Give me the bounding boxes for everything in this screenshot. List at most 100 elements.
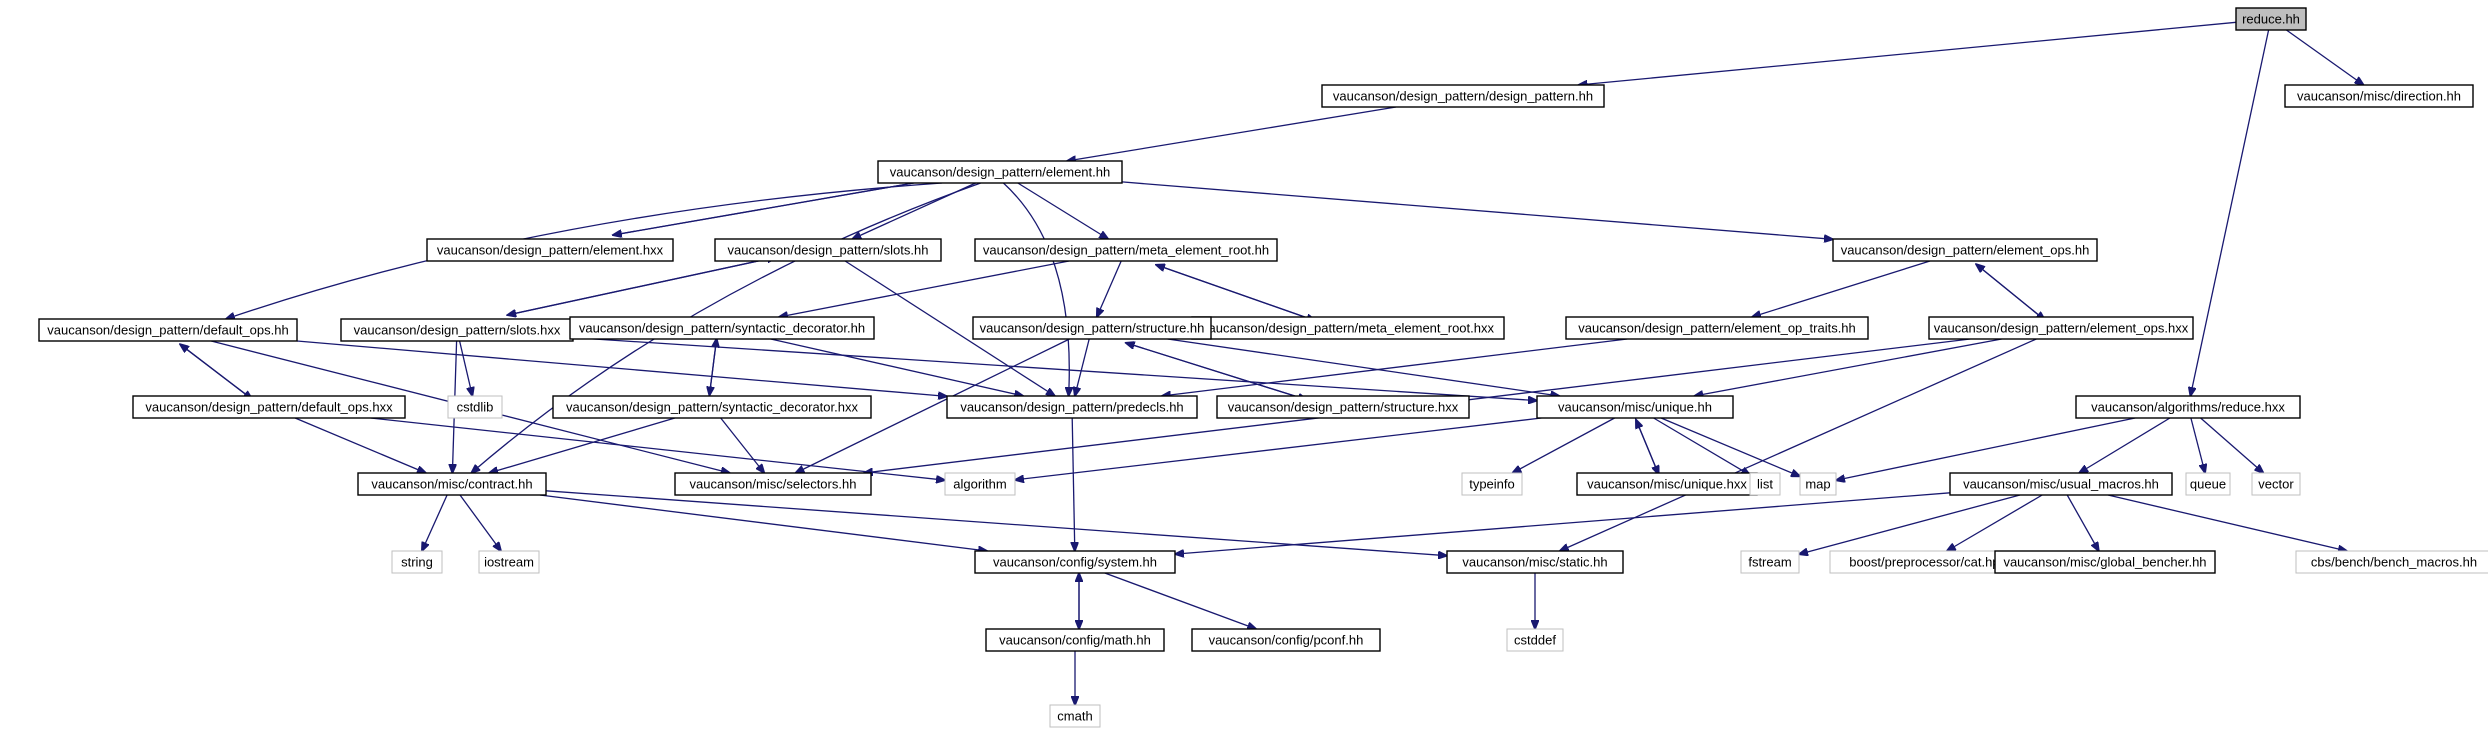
node-reduce_hh[interactable]: reduce.hh <box>2235 7 2307 31</box>
edge-structure_hh-to-unique_hh <box>1167 338 1560 396</box>
node-box <box>877 160 1123 184</box>
node-label: vaucanson/design_pattern/structure.hh <box>980 321 1205 336</box>
node-cat_hpp: boost/preprocessor/cat.hpp <box>1829 550 2027 574</box>
edge-unique_hh-to-typeinfo <box>1512 417 1615 473</box>
node-meta_element_root_hxx[interactable]: vaucanson/design_pattern/meta_element_ro… <box>1191 316 1505 340</box>
node-label: map <box>1805 477 1830 492</box>
edge-slots_hxx-to-unique_hh <box>572 336 1537 401</box>
node-math_hh[interactable]: vaucanson/config/math.hh <box>985 628 1165 652</box>
node-box <box>1749 472 1781 496</box>
edge-usual_macros_hh-to-global_bencher_hh <box>2066 494 2099 551</box>
edge-reduce_hh-to-direction_hh <box>2286 29 2363 85</box>
node-algorithm: algorithm <box>944 472 1016 496</box>
node-box <box>1832 238 2098 262</box>
edge-structure_hxx-to-structure_hh <box>1126 343 1307 401</box>
node-design_pattern_hh[interactable]: vaucanson/design_pattern/design_pattern.… <box>1321 84 1605 108</box>
node-label: string <box>401 555 433 570</box>
node-label: vaucanson/algorithms/reduce.hxx <box>2091 400 2285 415</box>
node-box <box>985 628 1165 652</box>
node-cstdlib: cstdlib <box>447 395 503 419</box>
node-syntactic_decorator_hh[interactable]: vaucanson/design_pattern/syntactic_decor… <box>569 316 875 340</box>
node-box <box>1994 550 2216 574</box>
node-pconf_hh[interactable]: vaucanson/config/pconf.hh <box>1191 628 1381 652</box>
edge-default_ops_hxx-to-default_ops_hh <box>180 344 253 400</box>
node-unique_hxx[interactable]: vaucanson/misc/unique.hxx <box>1576 472 1758 496</box>
node-unique_hh[interactable]: vaucanson/misc/unique.hh <box>1536 395 1734 419</box>
node-predecls_hh[interactable]: vaucanson/design_pattern/predecls.hh <box>946 395 1198 419</box>
node-label: vaucanson/design_pattern/meta_element_ro… <box>1202 321 1494 336</box>
node-box <box>974 550 1176 574</box>
node-element_hh[interactable]: vaucanson/design_pattern/element.hh <box>877 160 1123 184</box>
node-box <box>2185 472 2231 496</box>
node-queue: queue <box>2185 472 2231 496</box>
edge-syntactic_decorator_hxx-to-contract_hh <box>489 417 676 473</box>
node-label: vaucanson/misc/unique.hxx <box>1587 477 1747 492</box>
node-box <box>478 550 540 574</box>
edge-element_hh-to-predecls_hh <box>1002 182 1069 396</box>
node-default_ops_hh[interactable]: vaucanson/design_pattern/default_ops.hh <box>38 318 298 342</box>
node-reduce_hxx[interactable]: vaucanson/algorithms/reduce.hxx <box>2075 395 2301 419</box>
edge-syntactic_decorator_hh-to-predecls_hh <box>770 338 1024 396</box>
node-default_ops_hxx[interactable]: vaucanson/design_pattern/default_ops.hxx <box>132 395 406 419</box>
edge-reduce_hxx-to-usual_macros_hh <box>2079 417 2171 473</box>
node-syntactic_decorator_hxx[interactable]: vaucanson/design_pattern/syntactic_decor… <box>552 395 872 419</box>
node-label: queue <box>2190 477 2226 492</box>
node-element_op_traits_hh[interactable]: vaucanson/design_pattern/element_op_trai… <box>1565 316 1869 340</box>
node-box <box>391 550 443 574</box>
node-label: vaucanson/misc/direction.hh <box>2297 89 2461 104</box>
edge-structure_hh-to-selectors_hh <box>796 338 1070 473</box>
node-box <box>1536 395 1734 419</box>
edge-default_ops_hxx-to-algorithm <box>370 417 945 480</box>
node-label: cstddef <box>1514 633 1556 648</box>
edge-reduce_hh-to-design_pattern_hh <box>1578 21 2237 85</box>
node-slots_hxx[interactable]: vaucanson/design_pattern/slots.hxx <box>340 318 574 342</box>
node-box <box>1216 395 1470 419</box>
node-cmath: cmath <box>1049 704 1101 728</box>
node-box <box>2284 84 2474 108</box>
node-usual_macros_hh[interactable]: vaucanson/misc/usual_macros.hh <box>1949 472 2173 496</box>
node-structure_hxx[interactable]: vaucanson/design_pattern/structure.hxx <box>1216 395 1470 419</box>
node-label: vaucanson/misc/global_bencher.hh <box>2003 555 2206 570</box>
node-label: list <box>1757 477 1773 492</box>
node-contract_hh[interactable]: vaucanson/misc/contract.hh <box>357 472 547 496</box>
edge-meta_element_root_hxx-to-meta_element_root_hh <box>1156 265 1316 322</box>
node-global_bencher_hh[interactable]: vaucanson/misc/global_bencher.hh <box>1994 550 2216 574</box>
node-label: vaucanson/config/system.hh <box>993 555 1157 570</box>
node-box <box>2251 472 2301 496</box>
node-box <box>674 472 872 496</box>
edge-element_ops_hxx-to-static_hh <box>1560 338 2037 551</box>
node-box <box>1506 628 1564 652</box>
node-slots_hh[interactable]: vaucanson/design_pattern/slots.hh <box>714 238 942 262</box>
node-fstream: fstream <box>1740 550 1800 574</box>
node-label: vaucanson/design_pattern/predecls.hh <box>960 400 1183 415</box>
node-direction_hh[interactable]: vaucanson/misc/direction.hh <box>2284 84 2474 108</box>
node-element_hxx[interactable]: vaucanson/design_pattern/element.hxx <box>426 238 674 262</box>
edge-usual_macros_hh-to-bench_macros_hh <box>2107 494 2347 551</box>
node-label: vaucanson/design_pattern/default_ops.hh <box>47 323 288 338</box>
edge-design_pattern_hh-to-element_hh <box>1067 106 1397 161</box>
edge-contract_hh-to-system_hh <box>539 494 987 551</box>
node-box <box>714 238 942 262</box>
node-iostream: iostream <box>478 550 540 574</box>
node-structure_hh[interactable]: vaucanson/design_pattern/structure.hh <box>972 316 1212 340</box>
edge-contract_hh-to-string <box>422 494 448 551</box>
node-system_hh[interactable]: vaucanson/config/system.hh <box>974 550 1176 574</box>
node-box <box>132 395 406 419</box>
node-label: vaucanson/design_pattern/element.hxx <box>437 243 664 258</box>
node-box <box>946 395 1198 419</box>
node-label: vaucanson/design_pattern/syntactic_decor… <box>566 400 858 415</box>
edge-slots_hxx-to-cstdlib <box>458 340 473 396</box>
edge-syntactic_decorator_hxx-to-syntactic_decorator_hh <box>708 339 716 396</box>
node-box <box>1949 472 2173 496</box>
node-element_ops_hxx[interactable]: vaucanson/design_pattern/element_ops.hxx <box>1928 316 2194 340</box>
node-selectors_hh[interactable]: vaucanson/misc/selectors.hh <box>674 472 872 496</box>
edge-system_hh-to-pconf_hh <box>1104 572 1256 629</box>
node-static_hh[interactable]: vaucanson/misc/static.hh <box>1446 550 1624 574</box>
node-meta_element_root_hh[interactable]: vaucanson/design_pattern/meta_element_ro… <box>974 238 1278 262</box>
edge-structure_hh-to-predecls_hh <box>1075 338 1090 396</box>
node-list: list <box>1749 472 1781 496</box>
node-box <box>1565 316 1869 340</box>
node-element_ops_hh[interactable]: vaucanson/design_pattern/element_ops.hh <box>1832 238 2098 262</box>
node-label: vaucanson/design_pattern/element_op_trai… <box>1578 321 1856 336</box>
